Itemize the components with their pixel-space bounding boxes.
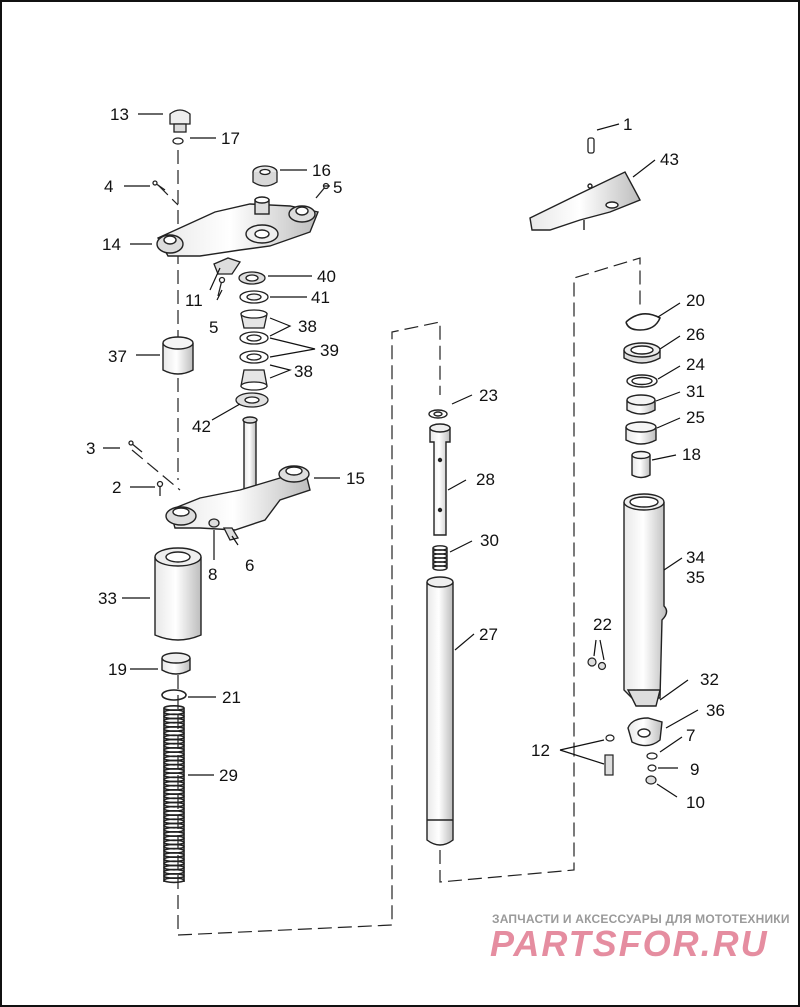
- label-part-30: 30: [480, 531, 499, 550]
- label-part-32: 32: [700, 670, 719, 689]
- label-part-28: 28: [476, 470, 495, 489]
- part-22-screws: [587, 657, 607, 671]
- part-4-screw: [152, 180, 166, 191]
- label-part-38-lower: 38: [294, 362, 313, 381]
- label-part-6: 6: [245, 556, 254, 575]
- label-part-7: 7: [686, 726, 695, 745]
- part-31-bushing: [626, 394, 656, 415]
- label-part-24: 24: [686, 355, 705, 374]
- part-3-screw: [128, 440, 143, 453]
- part-8-nut: [208, 518, 220, 528]
- part-28-damper-rod: [429, 423, 451, 536]
- part-19-spring-seat: [161, 652, 191, 675]
- part-11-clamp: [213, 257, 242, 275]
- part-6-bolt: [222, 527, 240, 541]
- assembly-center-lines: [131, 150, 641, 936]
- label-part-34: 34: [686, 548, 705, 567]
- part-26-oil-seal: [623, 342, 661, 364]
- label-part-9: 9: [690, 760, 699, 779]
- label-part-5-lower: 5: [209, 318, 218, 337]
- part-37-bushing: [162, 336, 194, 375]
- part-16-nut: [252, 165, 278, 187]
- label-part-31: 31: [686, 382, 705, 401]
- part-15-lower-bracket-stem: [165, 416, 311, 531]
- label-part-11: 11: [185, 291, 203, 310]
- label-part-20: 20: [686, 291, 705, 310]
- part-2-screw: [156, 480, 164, 496]
- label-part-3: 3: [86, 439, 95, 458]
- watermark-tagline: ЗАПЧАСТИ И АКСЕССУАРЫ ДЛЯ МОТОТЕХНИКИ: [492, 912, 790, 926]
- label-part-23: 23: [479, 386, 498, 405]
- leader-lines: [103, 113, 699, 798]
- label-part-35: 35: [686, 568, 705, 587]
- part-18-oil-lock: [631, 450, 651, 479]
- part-27-fork-tube: [426, 576, 454, 846]
- part-20-retaining-ring: [625, 313, 662, 331]
- label-part-36: 36: [706, 701, 725, 720]
- part-29-fork-spring: [163, 704, 185, 884]
- label-part-40: 40: [317, 267, 336, 286]
- part-34-35-fork-slider: [623, 493, 668, 707]
- part-33-cover-tube: [154, 547, 202, 641]
- label-part-19: 19: [108, 660, 127, 679]
- label-part-43: 43: [660, 150, 679, 169]
- label-part-1: 1: [623, 115, 632, 134]
- label-part-26: 26: [686, 325, 705, 344]
- part-1-pin: [587, 137, 595, 154]
- watermark-brand-logo: PARTSFOR.RU: [490, 923, 769, 964]
- part-36-axle-cap: [627, 717, 663, 747]
- label-part-16: 16: [312, 161, 331, 180]
- part-30-rebound-spring: [432, 545, 448, 571]
- label-part-2: 2: [112, 478, 121, 497]
- label-part-18: 18: [682, 445, 701, 464]
- label-part-10: 10: [686, 793, 705, 812]
- part-14-upper-fork-bracket: [156, 196, 319, 257]
- part-21-washer: [161, 689, 187, 701]
- label-part-15: 15: [346, 469, 365, 488]
- label-part-33: 33: [98, 589, 117, 608]
- label-part-4: 4: [104, 177, 113, 196]
- part-7-washer: [646, 752, 658, 760]
- part-25-bushing: [625, 421, 657, 445]
- part-43-bracket: [529, 171, 641, 231]
- label-part-8: 8: [208, 565, 217, 584]
- part-12-studs: [604, 734, 615, 776]
- label-part-42: 42: [192, 417, 211, 436]
- label-part-12: 12: [531, 741, 550, 760]
- label-part-17: 17: [221, 129, 240, 148]
- part-13-bolt: [169, 109, 191, 145]
- part-23-ring: [428, 409, 448, 419]
- label-part-37: 37: [108, 347, 127, 366]
- part-5-screw-lower: [217, 276, 226, 297]
- label-part-41: 41: [311, 288, 330, 307]
- part-9-washer: [647, 764, 657, 772]
- label-part-13: 13: [110, 105, 129, 124]
- label-part-22: 22: [593, 615, 612, 634]
- label-part-14: 14: [102, 235, 121, 254]
- label-part-25: 25: [686, 408, 705, 427]
- label-part-5-top: 5: [333, 178, 342, 197]
- label-part-39: 39: [320, 341, 339, 360]
- label-part-27: 27: [479, 625, 498, 644]
- label-part-21: 21: [222, 688, 241, 707]
- label-part-38-upper: 38: [298, 317, 317, 336]
- steering-bearing-stack: [235, 271, 269, 408]
- part-10-nut: [645, 775, 657, 785]
- part-number-labels: 1 43 13 17 16 4 5 14 40 11 41 5 38 39 37…: [86, 105, 725, 812]
- label-part-29: 29: [219, 766, 238, 785]
- part-24-washer: [626, 374, 658, 388]
